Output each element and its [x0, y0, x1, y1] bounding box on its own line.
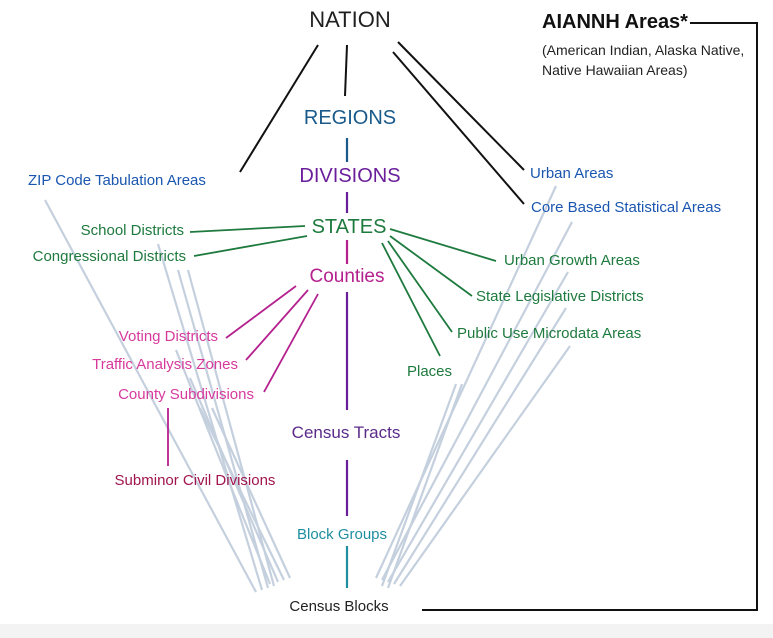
zcta-to-blocks-line	[44, 199, 257, 593]
subminor-civil-divisions-label: Subminor Civil Divisions	[114, 472, 276, 489]
county-subdivisions-label: County Subdivisions	[118, 386, 254, 403]
states-to-puma-line	[387, 240, 453, 333]
nation-to-urban-line	[397, 41, 525, 171]
congressional-districts-label: Congressional Districts	[32, 248, 186, 265]
zcta-label: ZIP Code Tabulation Areas	[28, 172, 206, 189]
school-to-blocks-line	[156, 243, 264, 591]
block-groups-label: Block Groups	[296, 526, 388, 543]
traffic-analysis-zones-label: Traffic Analysis Zones	[92, 356, 238, 373]
states-to-school-line	[189, 225, 306, 233]
cbsa-label: Core Based Statistical Areas	[531, 199, 722, 216]
counties-to-voting-line	[225, 285, 297, 339]
states-to-sld-line	[389, 235, 473, 297]
footer-band	[0, 624, 773, 638]
countysub-to-blocks-line-2	[211, 407, 291, 579]
urban-areas-label: Urban Areas	[530, 165, 614, 182]
sld-to-blocks-line	[393, 307, 567, 585]
aiannh-bracket-line	[422, 22, 758, 611]
uga-to-blocks-line	[387, 271, 569, 583]
urban-growth-areas-label: Urban Growth Areas	[504, 252, 640, 269]
states-to-congressional-line	[193, 235, 308, 257]
school-districts-label: School Districts	[80, 222, 184, 239]
urban-to-blocks-line	[375, 185, 557, 579]
divisions-label: DIVISIONS	[299, 165, 401, 187]
voting-districts-label: Voting Districts	[118, 328, 218, 345]
puma-to-blocks-line	[399, 345, 571, 587]
nation-label: NATION	[309, 7, 391, 32]
countysub-to-blocks-line	[199, 407, 285, 581]
census-tracts-label: Census Tracts	[291, 423, 401, 442]
states-label: STATES	[311, 216, 387, 238]
nation-to-cbsa-line	[392, 51, 525, 205]
census-blocks-label: Census Blocks	[289, 598, 389, 615]
voting-to-blocks-line	[174, 349, 272, 585]
counties-to-traffic-line	[245, 289, 309, 361]
aiannh-title: AIANNH Areas*	[542, 11, 688, 33]
counties-to-countysub-line	[263, 293, 319, 393]
puma-label: Public Use Microdata Areas	[457, 325, 642, 342]
state-legislative-districts-label: State Legislative Districts	[476, 288, 644, 305]
congressional-to-blocks-line-2	[186, 269, 276, 587]
counties-label: Counties	[309, 266, 385, 287]
places-label: Places	[407, 363, 453, 380]
states-to-uga-line	[389, 228, 497, 262]
states-to-places-line	[381, 242, 441, 357]
regions-label: REGIONS	[303, 107, 397, 129]
congressional-to-blocks-line	[176, 269, 270, 589]
places-to-blocks-line	[380, 383, 458, 587]
nation-to-zcta-line	[239, 44, 319, 173]
aiannh-note: (American Indian, Alaska Native, Native …	[542, 42, 745, 78]
nation-to-regions-line	[344, 44, 348, 97]
places-to-blocks-line-2	[386, 383, 464, 589]
